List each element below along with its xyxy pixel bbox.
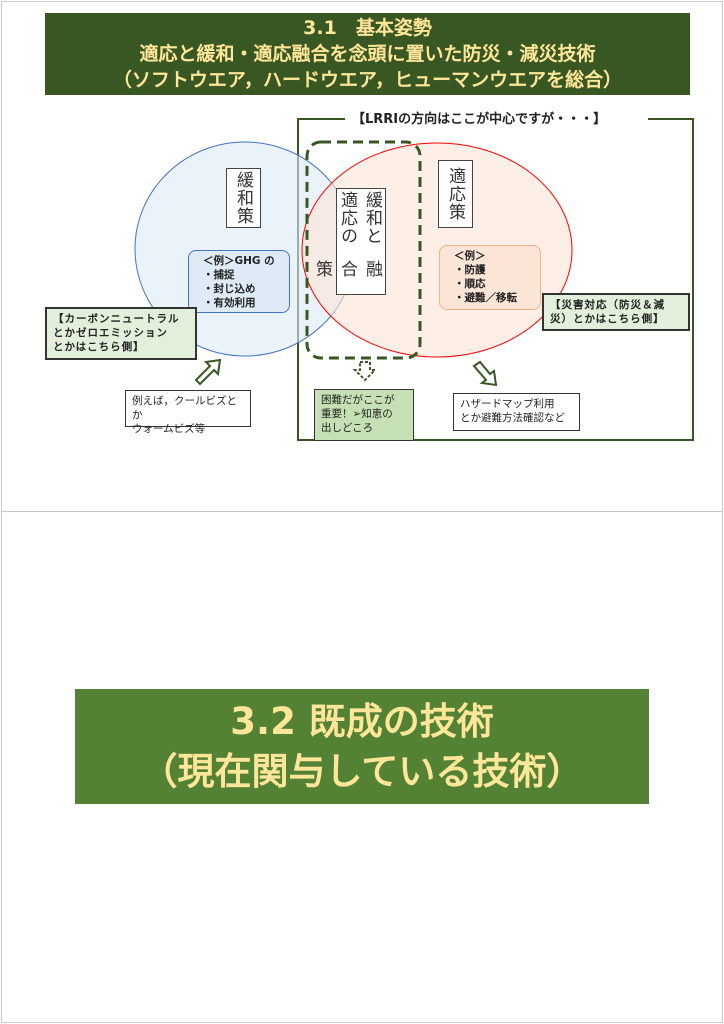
title-line: 3.2 既成の技術	[230, 700, 494, 743]
note-line: とかはこちら側】	[53, 341, 145, 353]
example-line: ・捕捉	[203, 269, 235, 281]
fusion-example-box: 困難だがここが 重要！➢知恵の 出しどころ	[314, 389, 414, 441]
example-line: ・防護	[454, 264, 486, 276]
note-line: 【災害対応（防災＆減	[550, 299, 665, 311]
arrow-down-icon	[352, 361, 378, 382]
note-line: 災）とかはこちら側】	[550, 313, 665, 325]
fusion-dashed-frame	[305, 140, 422, 360]
title-line: （ソフトウエア，ハードウエア，ヒューマンウエアを総合）	[112, 69, 623, 91]
box-line: とか避難方法確認など	[460, 412, 565, 424]
lrri-frame	[297, 118, 694, 441]
example-line: ＜例＞GHG の	[203, 255, 275, 267]
title-line: 3.1 基本姿勢	[303, 17, 432, 39]
disaster-note: 【災害対応（防災＆減 災）とかはこちら側】	[542, 293, 690, 331]
slide2-title: 3.2 既成の技術 （現在関与している技術）	[75, 689, 649, 804]
mitigation-label: 緩和策	[226, 168, 261, 228]
note-line: 【カーボンニュートラル	[53, 313, 180, 325]
box-line: ウォームビズ等	[132, 423, 206, 435]
title-line: （現在関与している技術）	[140, 750, 584, 793]
note-line: とかゼロエミッション	[53, 327, 168, 339]
lrri-label: 【LRRIの方向はここが中心ですが・・・】	[350, 108, 609, 127]
example-line: ・順応	[454, 278, 486, 290]
adaptation-example-box: ハザードマップ利用 とか避難方法確認など	[453, 393, 580, 431]
mitigation-example-box: 例えば，クールビズとか ウォームビズ等	[125, 390, 251, 435]
fusion-label: 緩和と適応の 融合策	[312, 188, 386, 295]
title-line: 適応と緩和・適応融合を念頭に置いた防災・減災技術	[139, 43, 596, 65]
slide1-title: 3.1 基本姿勢 適応と緩和・適応融合を念頭に置いた防災・減災技術 （ソフトウエ…	[45, 13, 690, 95]
example-line: ＜例＞	[454, 250, 486, 262]
mitigation-examples: ＜例＞GHG の ・捕捉 ・封じ込め ・有効利用	[188, 250, 290, 313]
example-line: ・避難／移転	[454, 292, 517, 304]
box-line: ハザードマップ利用	[460, 398, 555, 410]
arrow-down-left-icon	[194, 358, 222, 386]
box-line: 例えば，クールビズとか	[132, 395, 237, 421]
example-line: ・封じ込め	[203, 283, 256, 295]
box-line: 重要！➢知恵の	[321, 408, 393, 420]
adaptation-examples: ＜例＞ ・防護 ・順応 ・避難／移転	[439, 245, 541, 310]
carbon-note: 【カーボンニュートラル とかゼロエミッション とかはこちら側】	[45, 307, 197, 360]
arrow-down-right-icon	[472, 360, 498, 387]
box-line: 出しどころ	[321, 422, 374, 434]
adaptation-label: 適応策	[438, 160, 473, 228]
fusion-label-line: 緩和と適応の	[337, 191, 382, 245]
box-line: 困難だがここが	[321, 394, 395, 406]
fusion-label-line: 融合策	[312, 259, 382, 278]
slide-divider	[1, 511, 722, 512]
example-line: ・有効利用	[203, 297, 256, 309]
